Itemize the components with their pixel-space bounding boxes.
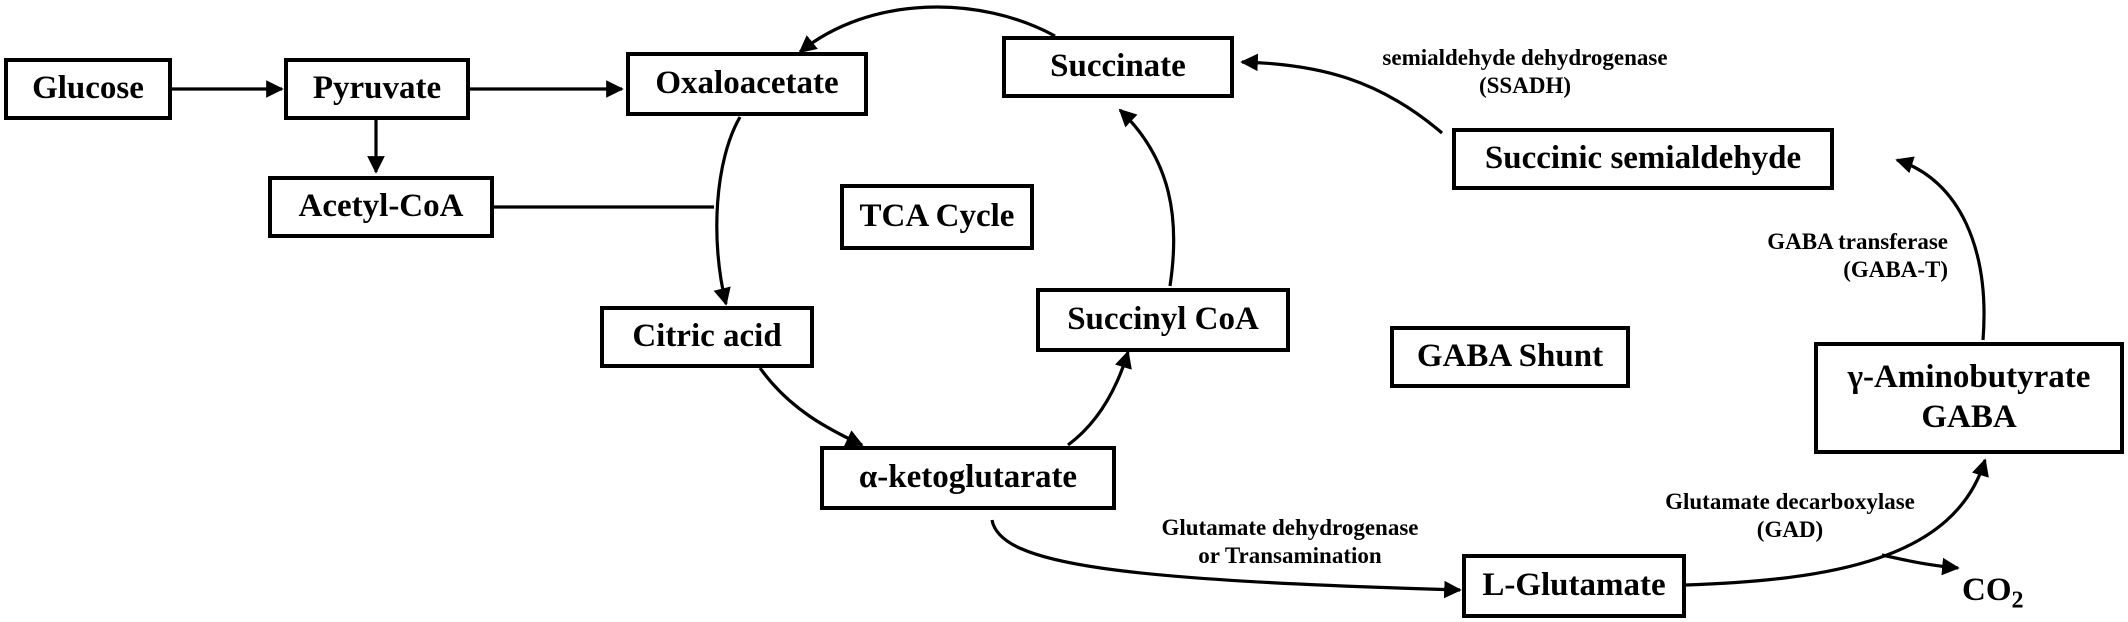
node-gaba-line2: GABA xyxy=(1921,399,2017,435)
enzyme-gdh-line2: or Transamination xyxy=(1198,543,1382,568)
label-gaba-shunt: GABA Shunt xyxy=(1390,326,1630,388)
enzyme-ssadh-line2: (SSADH) xyxy=(1478,73,1571,98)
label-tca-cycle: TCA Cycle xyxy=(840,184,1034,250)
arrow-akg-succinyl xyxy=(1067,350,1132,447)
node-gaba: γ-Aminobutyrate GABA xyxy=(1814,342,2124,454)
enzyme-gaba-t-line2: (GABA-T) xyxy=(1843,257,1948,282)
enzyme-ssadh: semialdehyde dehydrogenase (SSADH) xyxy=(1340,44,1710,100)
arrow-gaba-ssa xyxy=(1895,156,1986,341)
enzyme-gad: Glutamate decarboxylase (GAD) xyxy=(1630,488,1950,544)
node-acetyl-coa: Acetyl-CoA xyxy=(268,176,494,238)
product-co2-subscript: 2 xyxy=(2011,587,2024,614)
enzyme-gaba-t-line1: GABA transferase xyxy=(1767,229,1948,254)
arrow-oxaloacetate-citric xyxy=(713,116,742,306)
arrow-succinyl-succinate xyxy=(1118,108,1176,287)
enzyme-gdh-line1: Glutamate dehydrogenase xyxy=(1161,515,1419,540)
product-co2: CO2 xyxy=(1962,572,2024,615)
arrow-ssa-succinate xyxy=(1240,53,1444,135)
node-l-glutamate: L-Glutamate xyxy=(1462,554,1686,618)
arrow-citric-akg xyxy=(758,367,864,447)
arrow-succinate-oxaloacetate xyxy=(798,5,1056,54)
arrow-co2-branch xyxy=(1881,553,1960,576)
node-pyruvate: Pyruvate xyxy=(284,58,470,120)
node-citric-acid: Citric acid xyxy=(600,306,814,368)
node-succinate: Succinate xyxy=(1002,36,1234,98)
enzyme-gad-line2: (GAD) xyxy=(1756,517,1824,542)
product-co2-base: CO xyxy=(1962,572,2012,608)
arrow-akg-glutamate xyxy=(990,519,1462,599)
enzyme-ssadh-line1: semialdehyde dehydrogenase xyxy=(1382,45,1668,70)
node-oxaloacetate: Oxaloacetate xyxy=(626,52,868,116)
node-gaba-line1: γ-Aminobutyrate xyxy=(1847,359,2091,396)
enzyme-gad-line1: Glutamate decarboxylase xyxy=(1665,489,1915,514)
node-alpha-ketoglutarate: α-ketoglutarate xyxy=(820,446,1116,510)
enzyme-gaba-t: GABA transferase (GABA-T) xyxy=(1708,228,1948,284)
enzyme-glutamate-dehydrogenase: Glutamate dehydrogenase or Transaminatio… xyxy=(1120,514,1460,570)
node-succinyl-coa: Succinyl CoA xyxy=(1036,288,1290,352)
arrow-glutamate-gaba xyxy=(1685,458,1989,587)
node-succinic-semialdehyde: Succinic semialdehyde xyxy=(1452,128,1834,190)
node-glucose: Glucose xyxy=(4,58,172,120)
